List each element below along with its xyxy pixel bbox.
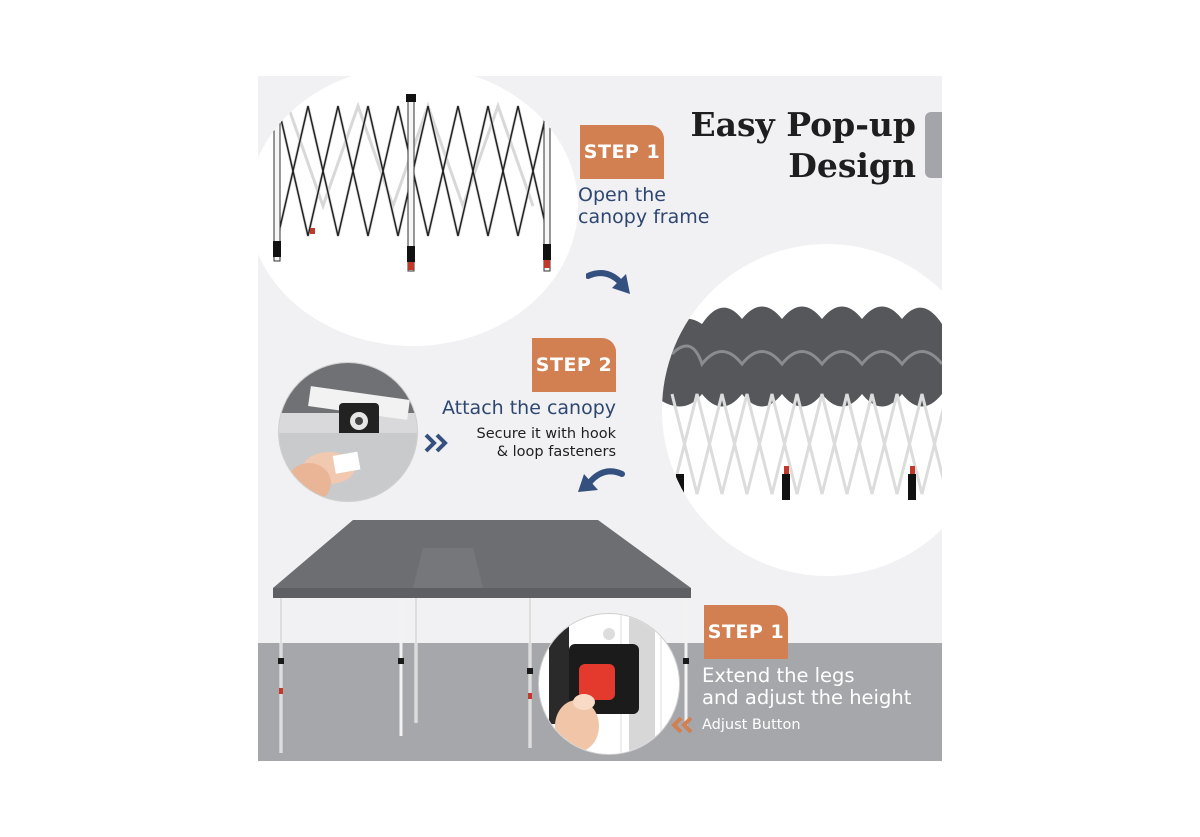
fastener-closeup-circle [278,362,418,502]
step-1-badge: STEP 1 [580,125,664,179]
title-accent-bar [925,112,942,178]
step-1-badge-label: STEP 1 [583,141,661,163]
step-2-detail-line-2: & loop fasteners [496,444,616,460]
curved-arrow-icon [578,468,625,492]
step-2-badge-label: STEP 2 [535,354,613,376]
step-1-line-1: Open the [578,184,666,206]
hook-loop-fastener-illustration [279,363,417,501]
folding-frame-illustration [272,94,552,272]
page-title: Easy Pop-up Design [690,104,916,186]
adjust-button-label: Adjust Button [702,717,801,733]
deployed-canopy-illustration [273,520,691,753]
infographic-panel: Easy Pop-up Design STEP 1 Open the canop… [258,76,942,761]
collapsed-canopy-circle [662,244,942,576]
step-3-badge-label: STEP 1 [707,621,785,643]
step-2-detail: Secure it with hook & loop fasteners [436,425,617,461]
step-2-text: Attach the canopy [441,397,616,419]
frame-photo-circle [258,76,578,346]
step-2-badge: STEP 2 [532,338,616,392]
title-line-1: Easy Pop-up [690,105,916,144]
double-chevron-right-icon [424,433,448,453]
curved-arrow-icon [586,270,630,294]
step-1-line-2: canopy frame [578,206,710,228]
step-3-text: Extend the legs and adjust the height [702,665,911,709]
step-1-text: Open the canopy frame [578,184,709,228]
step-3-line-2: and adjust the height [702,686,912,709]
double-chevron-left-icon [671,716,693,734]
step-2-detail-line-1: Secure it with hook [476,426,617,442]
collapsed-canopy-illustration [662,306,942,500]
title-line-2: Design [788,146,916,185]
adjust-button-closeup-circle [538,613,680,755]
step-3-line-1: Extend the legs [702,664,855,687]
step-3-badge: STEP 1 [704,605,788,659]
leg-adjust-illustration [549,614,662,754]
